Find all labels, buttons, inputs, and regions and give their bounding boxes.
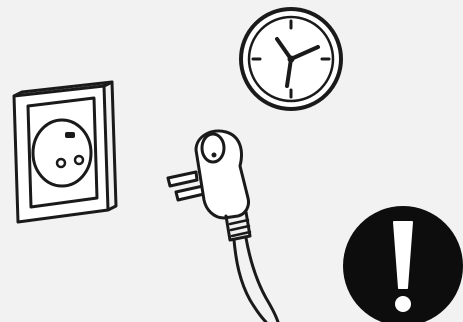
socket-icon	[14, 82, 116, 222]
plug-icon	[168, 131, 278, 322]
warning-icon	[343, 206, 463, 322]
clock-icon	[241, 9, 341, 109]
